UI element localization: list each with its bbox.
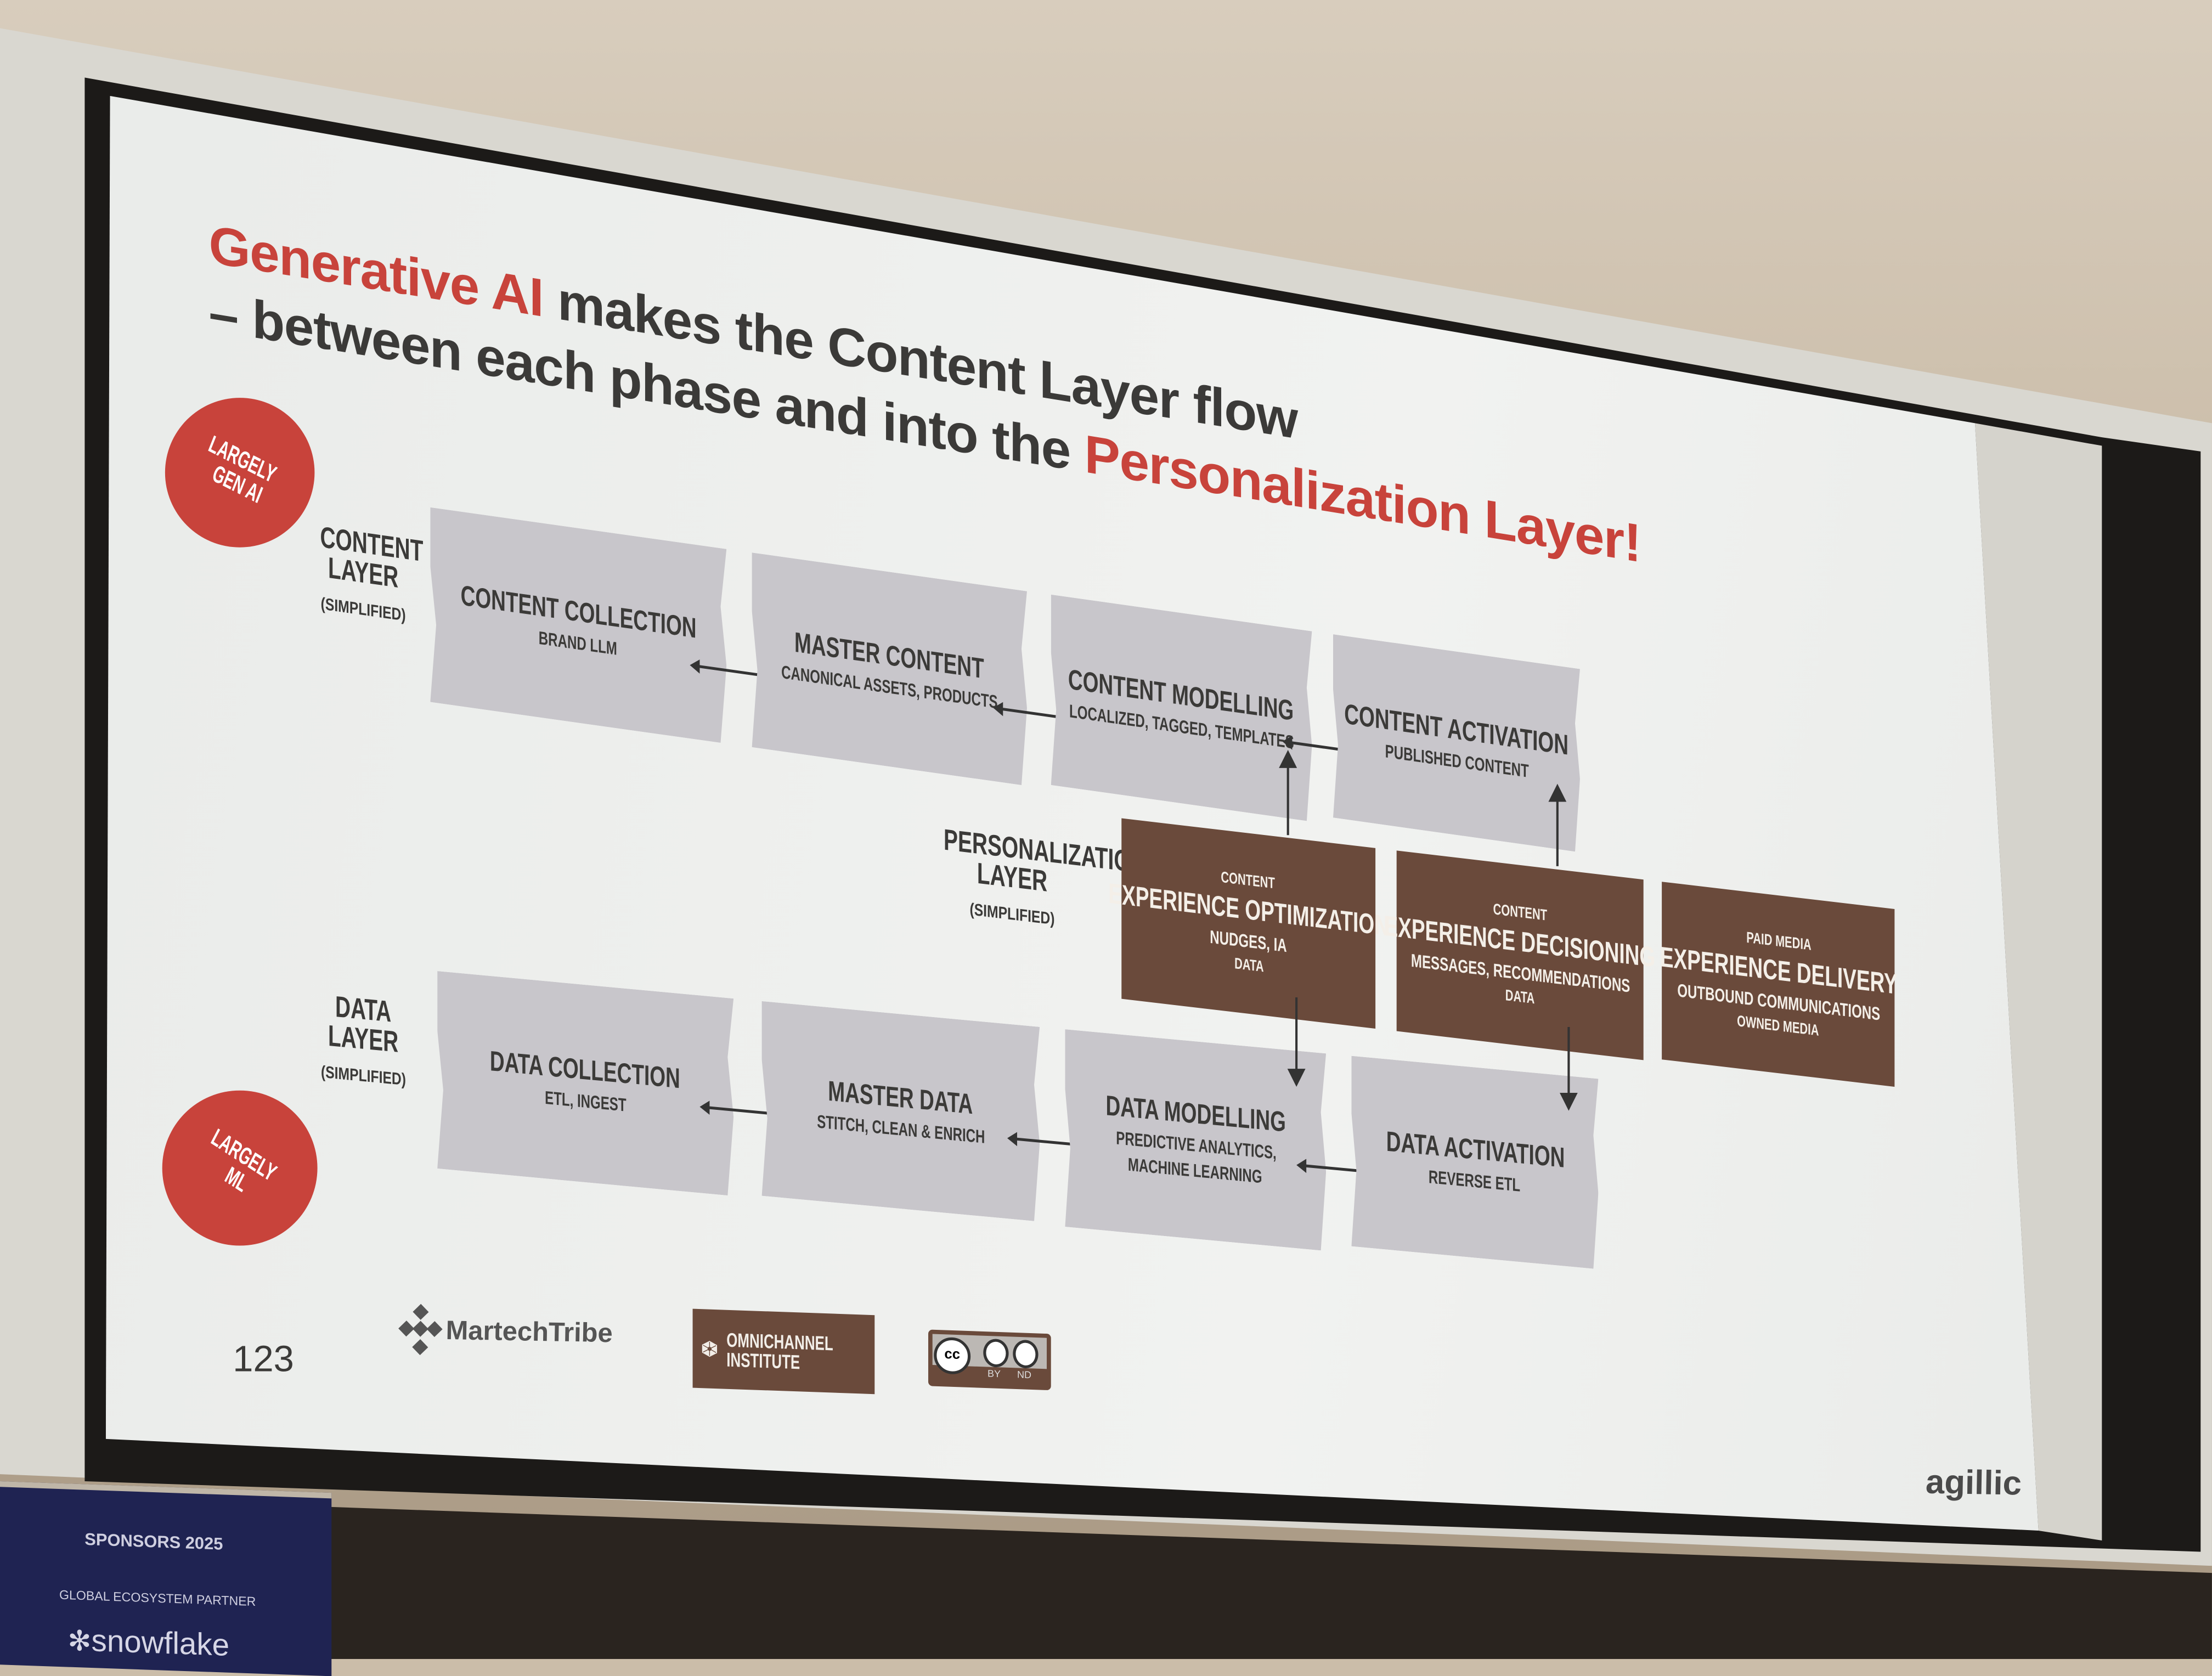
box-subtitle: ETL, INGEST	[544, 1087, 627, 1116]
martechtribe-text: MartechTribe	[445, 1316, 613, 1350]
layer-note: (SIMPLIFIED)	[969, 899, 1055, 929]
banner-title: SPONSORS 2025	[84, 1529, 223, 1554]
box-input: CONTENT	[1493, 901, 1547, 925]
banner-subtitle: GLOBAL ECOSYSTEM PARTNER	[59, 1588, 256, 1609]
box-input: DATA	[1233, 955, 1263, 976]
layer-note: (SIMPLIFIED)	[320, 593, 406, 625]
box-subtitle: REVERSE ETL	[1429, 1165, 1521, 1195]
snowflake-logo: ✻snowflake	[67, 1622, 229, 1664]
box-input: PAID MEDIA	[1746, 929, 1811, 955]
layer-label: DATA LAYER	[328, 991, 399, 1059]
hexagon-icon	[702, 1341, 718, 1357]
layer-label: CONTENT LAYER	[320, 521, 424, 595]
personalization-layer-label: PERSONALIZATION LAYER(SIMPLIFIED)	[917, 822, 1146, 935]
snowflake-icon: ✻	[67, 1625, 92, 1657]
agillic-logo: agillic	[1925, 1463, 2022, 1504]
page-number: 123	[233, 1337, 294, 1380]
martechtribe-icon	[398, 1303, 443, 1356]
box-subtitle: NUDGES, IA	[1210, 926, 1287, 956]
box-input: OWNED MEDIA	[1737, 1013, 1819, 1040]
by-label: BY	[987, 1369, 1001, 1380]
box-input: DATA	[1505, 987, 1535, 1008]
box-title: DATA ACTIVATION	[1385, 1126, 1565, 1174]
martechtribe-logo: MartechTribe	[394, 1303, 613, 1363]
sponsor-banner: SPONSORS 2025 GLOBAL ECOSYSTEM PARTNER ✻…	[0, 1481, 332, 1676]
nd-label: ND	[1017, 1370, 1032, 1381]
layer-note: (SIMPLIFIED)	[320, 1062, 406, 1090]
snowflake-text: snowflake	[91, 1622, 230, 1663]
box-title: DATA COLLECTION	[490, 1046, 681, 1096]
data-layer-label: DATA LAYER (SIMPLIFIED)	[311, 990, 416, 1090]
content-layer-label: CONTENT LAYER(SIMPLIFIED)	[303, 521, 424, 628]
layer-label: PERSONALIZATION LAYER	[944, 824, 1146, 899]
omnichannel-line: INSTITUTE	[726, 1348, 800, 1374]
no-derivatives-icon	[1013, 1339, 1039, 1369]
box-input: CONTENT	[1221, 869, 1276, 893]
cc-by-nd-license-badge: cc BY ND	[928, 1329, 1051, 1391]
attribution-icon	[983, 1338, 1009, 1368]
title-suffix: !	[1623, 512, 1641, 575]
